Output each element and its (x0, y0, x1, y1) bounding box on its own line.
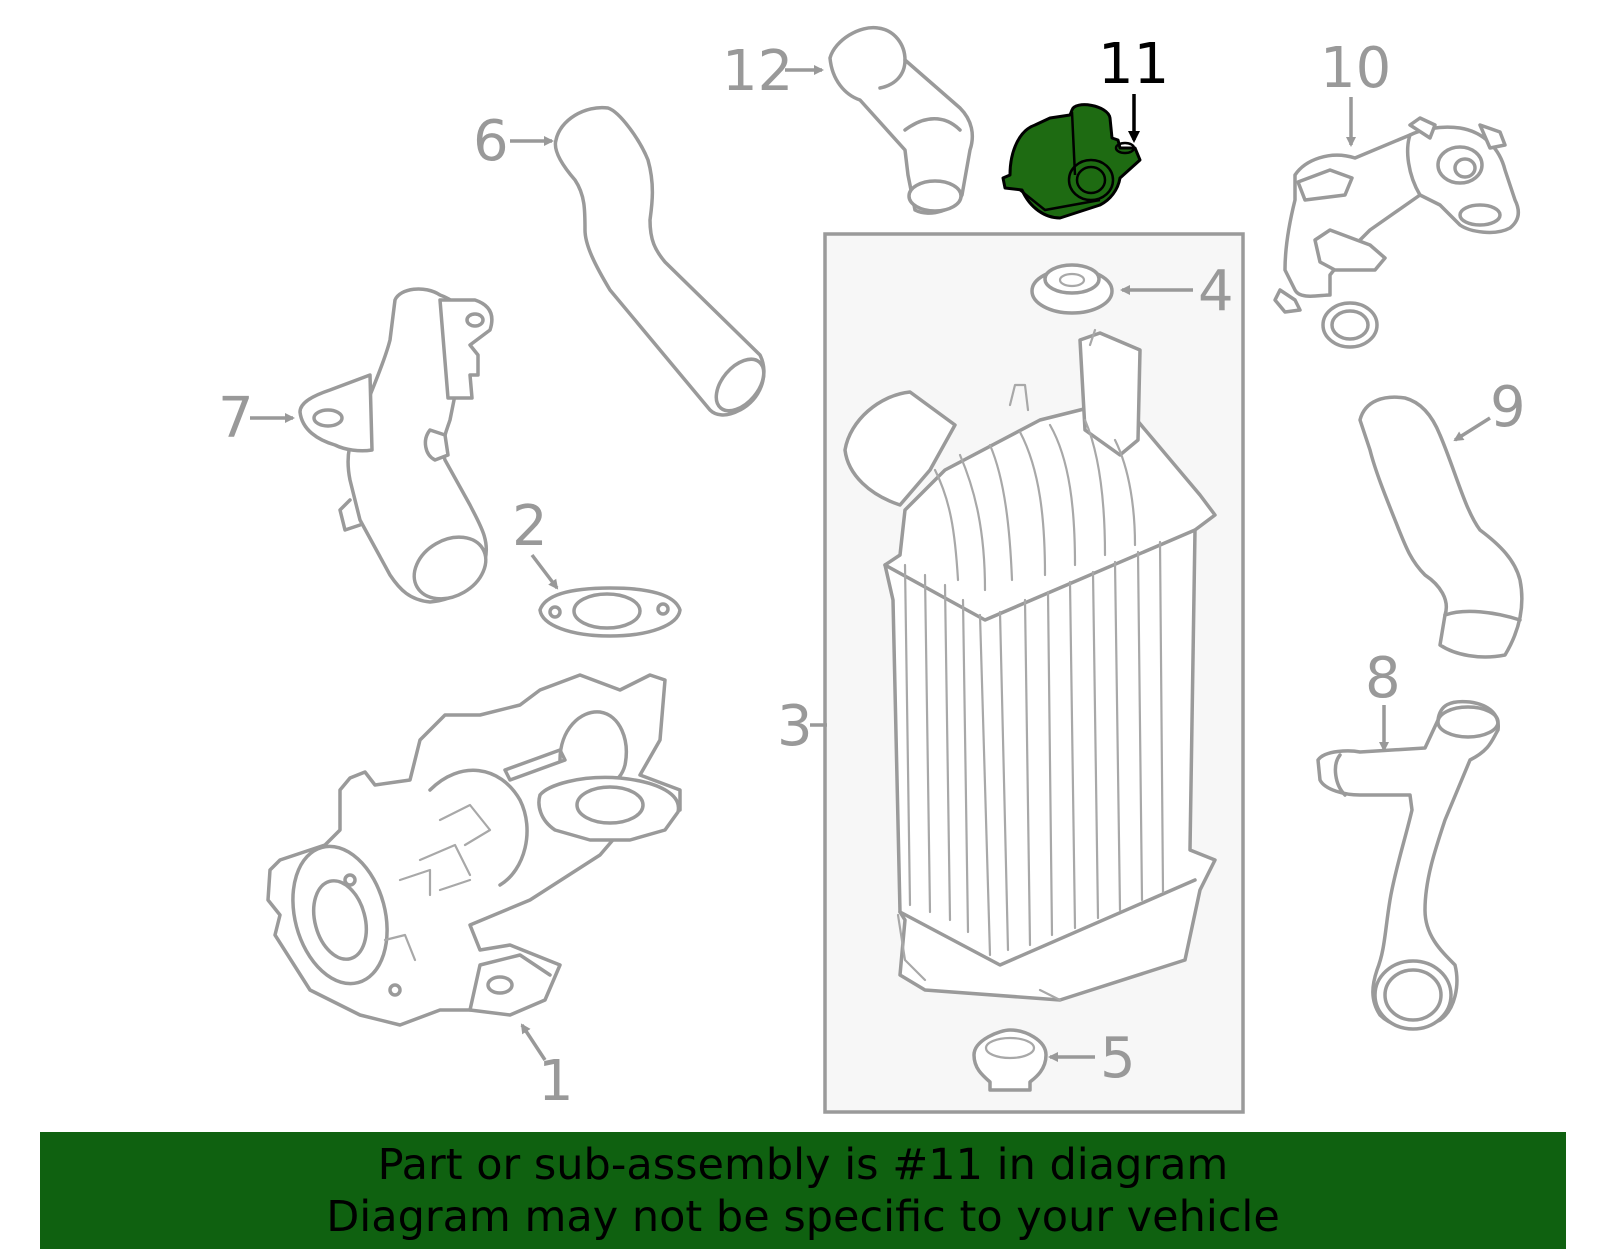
callout-7: 7 (218, 386, 254, 451)
part-5-grommet (972, 1028, 1048, 1092)
part-12-hose (828, 25, 974, 215)
part-6-hose (553, 105, 766, 417)
callout-6: 6 (473, 109, 509, 174)
callout-9: 9 (1490, 375, 1526, 440)
callout-1: 1 (538, 1049, 574, 1114)
part-3-intercooler (823, 232, 1245, 1114)
callout-10: 10 (1320, 36, 1391, 101)
part-7-pipe (298, 287, 494, 604)
callout-5: 5 (1100, 1026, 1136, 1091)
callout-4: 4 (1198, 259, 1234, 324)
callout-11-highlighted: 11 (1098, 32, 1169, 97)
part-1-turbocharger (266, 673, 682, 1027)
callout-arrows (250, 65, 1491, 1062)
banner-disclaimer-line: Diagram may not be specific to your vehi… (326, 1191, 1280, 1242)
part-8-pipe (1316, 699, 1500, 1031)
callout-8: 8 (1365, 646, 1401, 711)
callout-3: 3 (777, 694, 813, 759)
part-10-pipe (1273, 116, 1521, 349)
callout-12: 12 (722, 39, 793, 104)
callout-labels: 12 11 10 6 4 7 9 2 8 3 1 5 (218, 32, 1526, 1114)
part-11-housing (1001, 103, 1142, 220)
info-banner: Part or sub-assembly is #11 in diagram D… (40, 1132, 1566, 1249)
part-4-grommet (1030, 263, 1114, 315)
banner-part-line: Part or sub-assembly is #11 in diagram (377, 1139, 1229, 1190)
part-9-hose (1358, 395, 1524, 659)
part-2-gasket (538, 586, 682, 638)
callout-2: 2 (512, 494, 548, 559)
